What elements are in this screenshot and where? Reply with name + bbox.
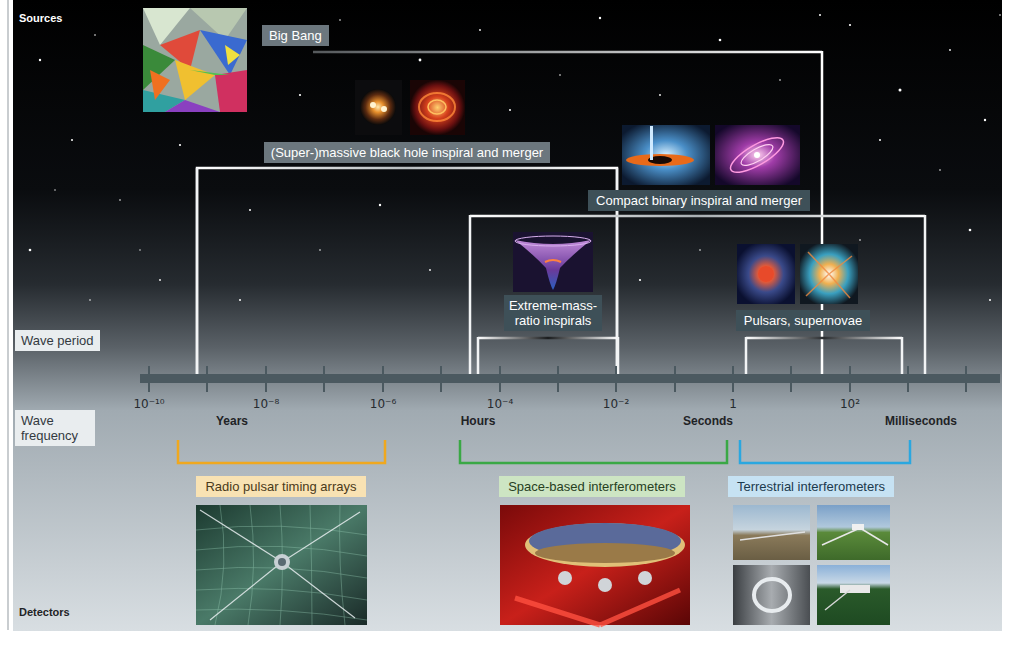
tick-label: 1: [729, 397, 737, 411]
axis-title-box: Wave frequency: [15, 410, 95, 446]
source-label: Extreme-mass-ratio inspirals: [504, 295, 602, 331]
label-text: Space-based interferometers: [508, 479, 676, 494]
label-text: Extreme-mass-ratio inspirals: [508, 298, 598, 328]
detector-label: Space-based interferometers: [499, 476, 685, 497]
period-unit: Years: [216, 414, 248, 428]
period-unit: Milliseconds: [885, 414, 957, 428]
label-text: Terrestrial interferometers: [737, 479, 885, 494]
detector-label: Terrestrial interferometers: [728, 476, 894, 497]
source-label: Compact binary inspiral and merger: [588, 190, 810, 211]
tick-label: 10⁻⁶: [370, 397, 396, 411]
label-text: Compact binary inspiral and merger: [596, 193, 802, 208]
tick-label: 10⁻⁴: [487, 397, 513, 411]
label-text: Wave frequency: [21, 413, 89, 443]
detector-label: Radio pulsar timing arrays: [196, 476, 365, 497]
tick-label: 10²: [840, 397, 860, 411]
period-unit: Hours: [461, 414, 496, 428]
label-text: (Super-)massive black hole inspiral and …: [271, 145, 543, 160]
period-unit: Seconds: [683, 414, 733, 428]
label-text: Wave period: [21, 333, 94, 348]
axis-title-box: Wave period: [15, 330, 100, 351]
tick-label: 10⁻²: [603, 397, 629, 411]
source-label: Big Bang: [262, 25, 329, 46]
source-label: (Super-)massive black hole inspiral and …: [264, 142, 550, 163]
label-text: Pulsars, supernovae: [744, 313, 863, 328]
tick-label: 10⁻⁸: [253, 397, 279, 411]
source-label: Pulsars, supernovae: [736, 310, 871, 331]
section-label: Detectors: [19, 606, 70, 618]
label-text: Big Bang: [269, 28, 322, 43]
tick-label: 10⁻¹⁰: [133, 397, 164, 411]
label-text: Radio pulsar timing arrays: [205, 479, 356, 494]
section-label: Sources: [19, 12, 62, 24]
